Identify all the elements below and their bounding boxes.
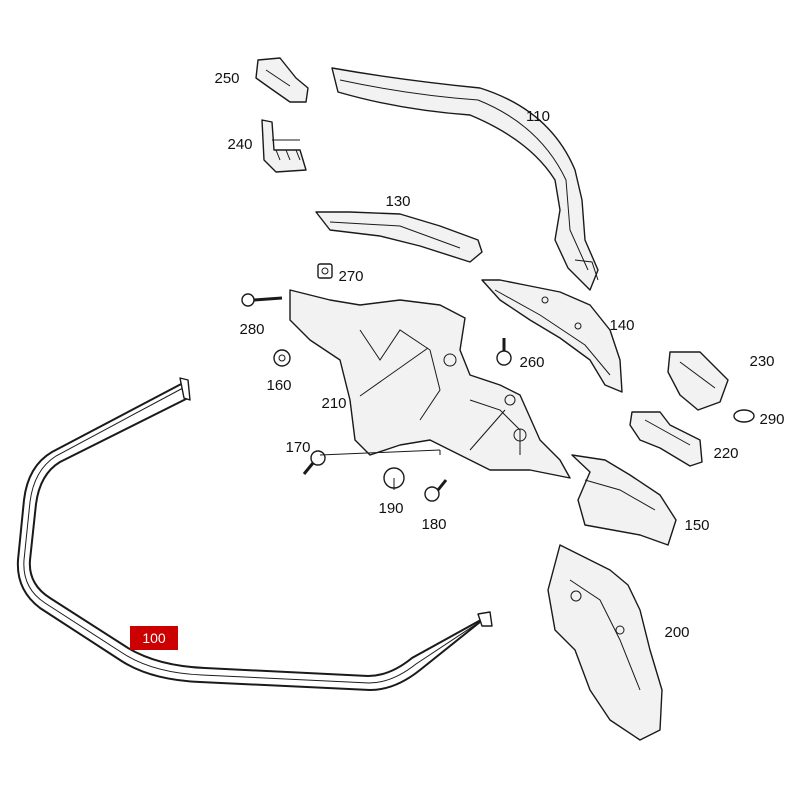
part-220-clip[interactable] (629, 411, 703, 467)
callout-180[interactable]: 180 (421, 516, 446, 533)
callout-150[interactable]: 150 (684, 517, 709, 534)
leader-lines (319, 347, 506, 490)
part-100-seal-strip[interactable] (16, 377, 493, 692)
callout-280[interactable]: 280 (239, 321, 264, 338)
callout-220[interactable]: 220 (713, 445, 738, 462)
callout-240[interactable]: 240 (227, 136, 252, 153)
part-110-rail[interactable] (331, 67, 599, 291)
part-210-inner-panel[interactable] (289, 289, 571, 479)
callout-160[interactable]: 160 (266, 377, 291, 394)
part-270-nut[interactable] (317, 263, 333, 279)
callout-190[interactable]: 190 (378, 500, 403, 517)
callout-200[interactable]: 200 (664, 624, 689, 641)
callout-170[interactable]: 170 (285, 439, 310, 456)
part-280-bolt[interactable] (241, 293, 283, 307)
part-200-housing[interactable] (547, 544, 663, 741)
part-180-bolt[interactable] (424, 479, 448, 502)
callout-290[interactable]: 290 (759, 411, 784, 428)
part-230-cap[interactable] (667, 351, 729, 411)
callout-100[interactable]: 100 (142, 630, 166, 646)
part-260-bolt[interactable] (496, 338, 512, 366)
callout-260[interactable]: 260 (519, 354, 544, 371)
callout-100-highlight (130, 626, 178, 650)
part-240-frame[interactable] (261, 119, 307, 173)
callout-230[interactable]: 230 (749, 353, 774, 370)
part-290-grommet[interactable] (733, 409, 755, 423)
callout-210[interactable]: 210 (321, 395, 346, 412)
part-160-washer[interactable] (273, 349, 291, 367)
callout-250[interactable]: 250 (214, 70, 239, 87)
part-130-bracket[interactable] (315, 211, 483, 263)
part-140-panel[interactable] (481, 279, 623, 393)
callout-110[interactable]: 110 (526, 108, 550, 125)
part-250-bracket[interactable] (255, 57, 309, 103)
part-150-cover[interactable] (571, 454, 677, 546)
callout-140[interactable]: 140 (609, 317, 634, 334)
callout-270[interactable]: 270 (338, 268, 363, 285)
callout-130[interactable]: 130 (385, 193, 410, 210)
